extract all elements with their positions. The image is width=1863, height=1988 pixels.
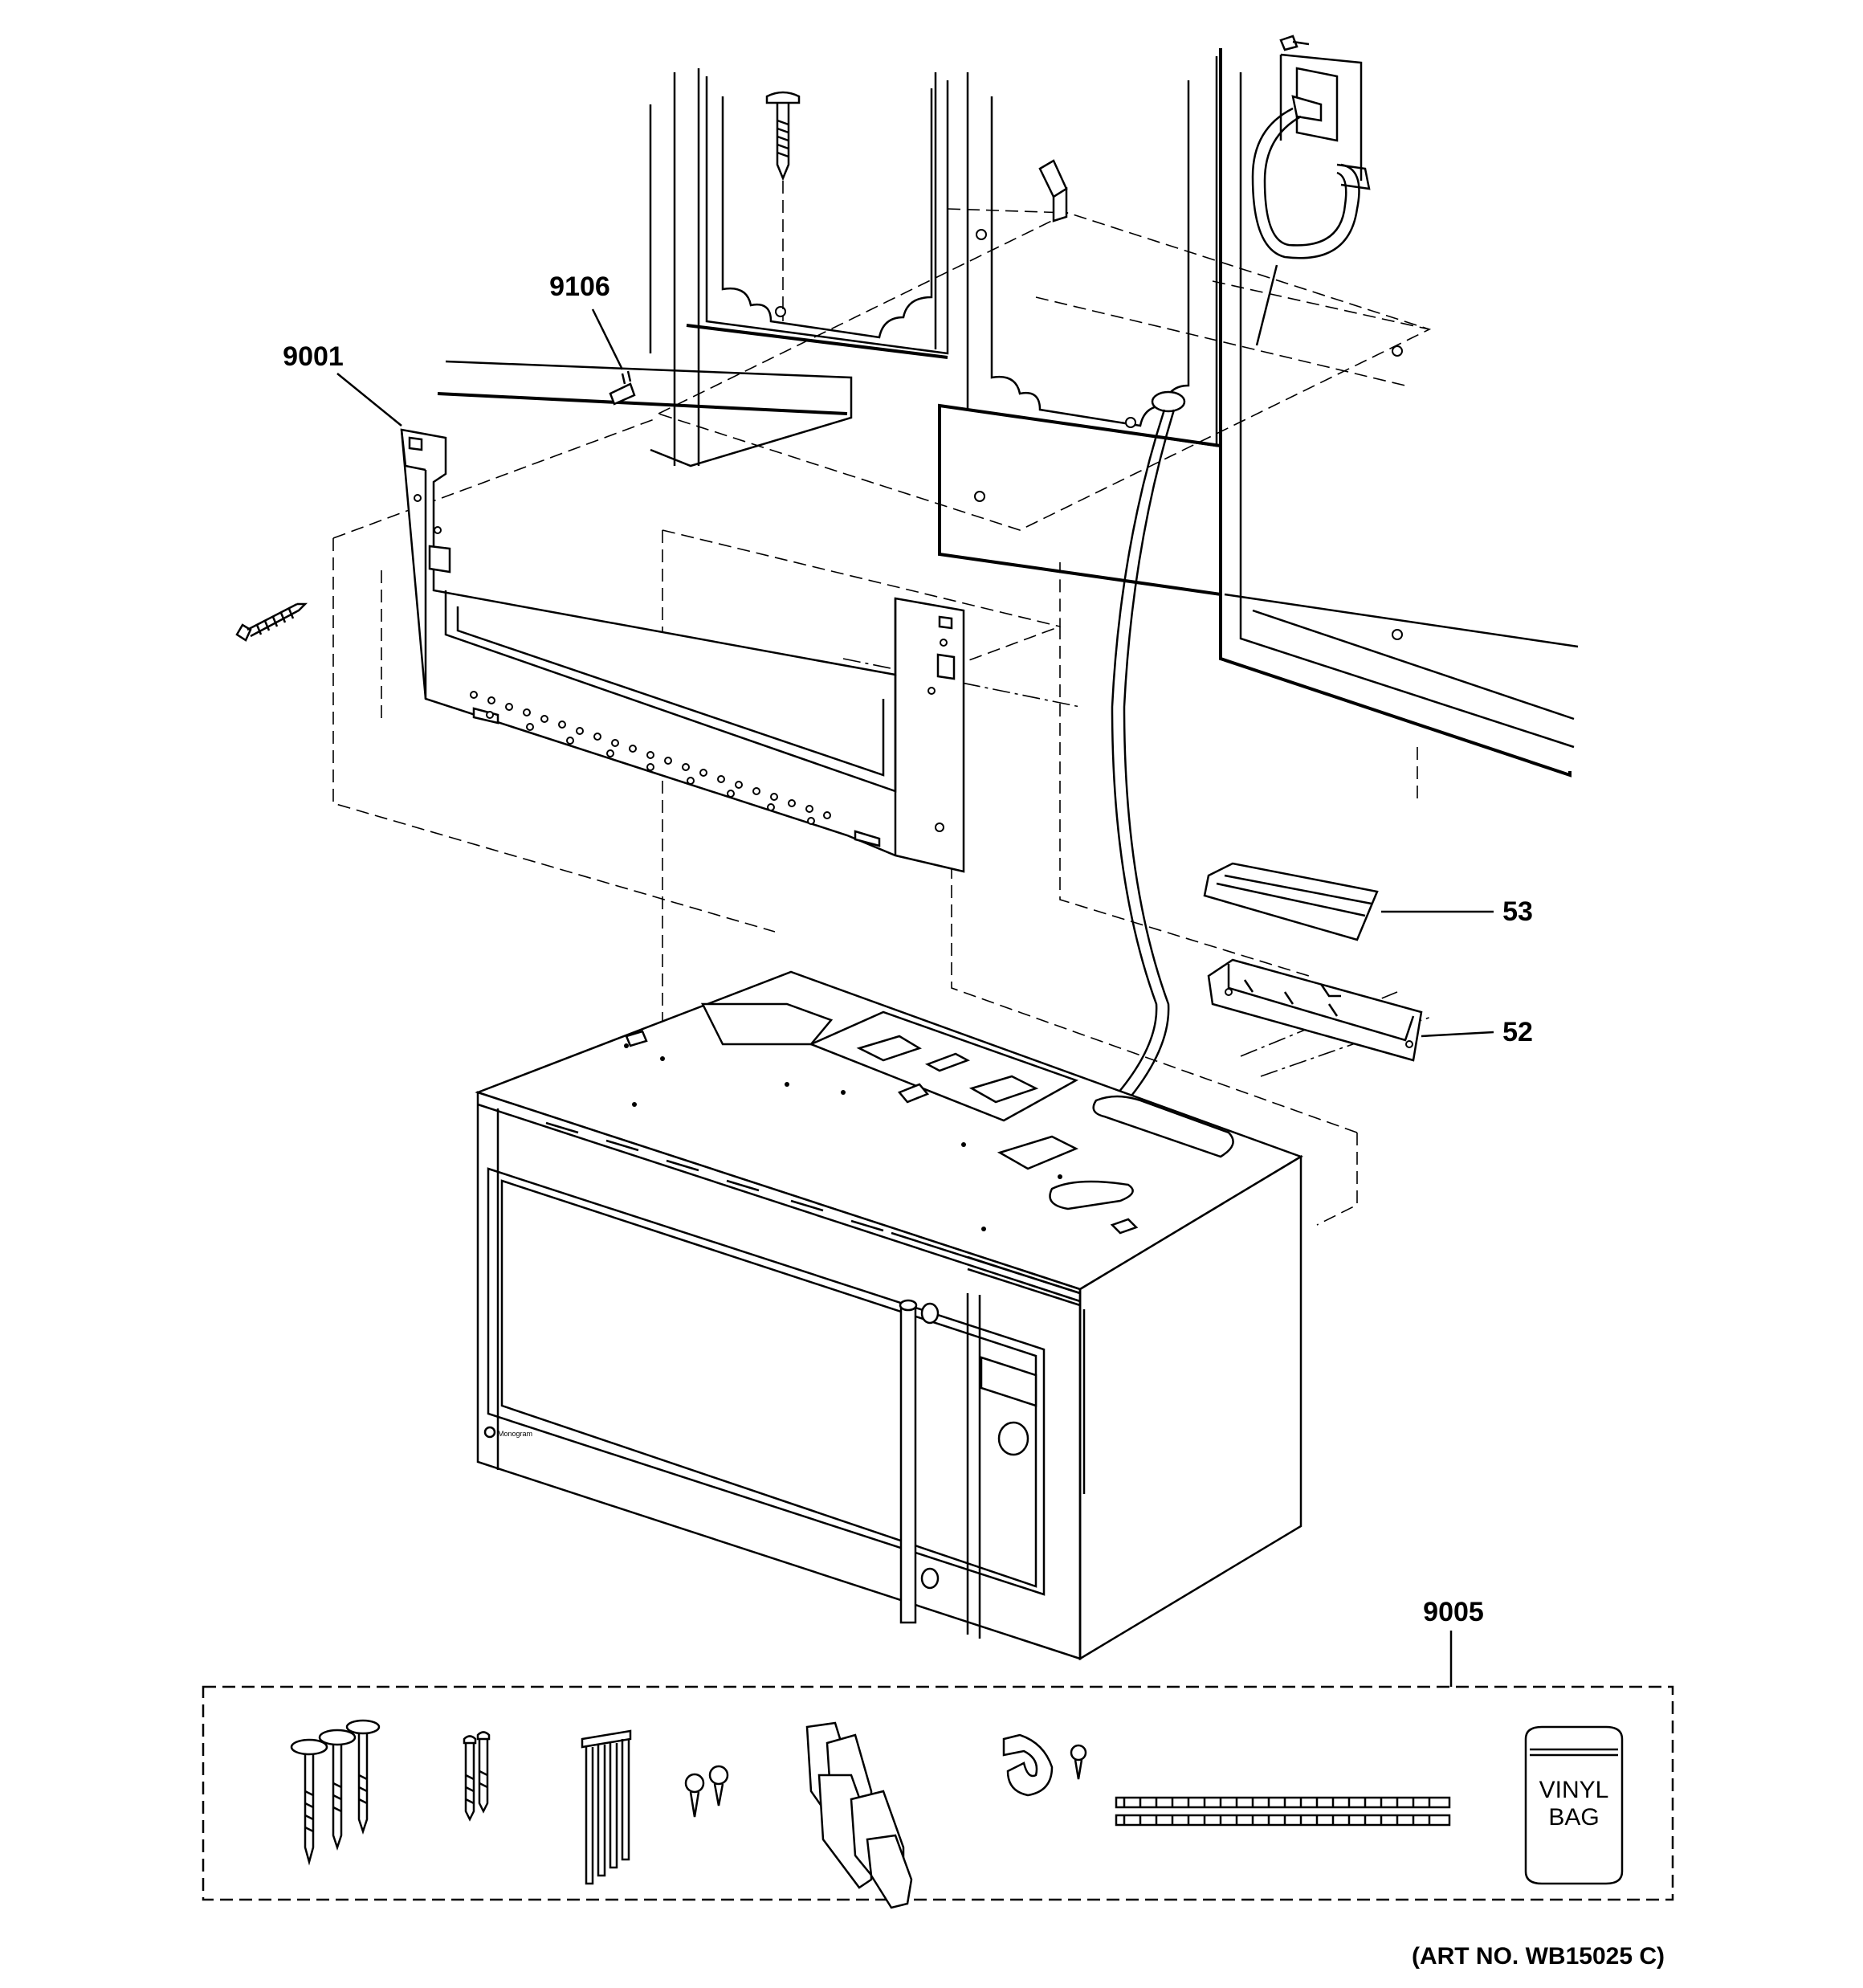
brand-badge-text: Monogram (498, 1430, 532, 1438)
door-handle (899, 1304, 917, 1624)
top-access-plate (808, 1010, 1079, 1122)
kit-wood-screws (463, 1731, 491, 1822)
lag-screw (235, 602, 308, 642)
kit-toggle-wings (805, 1721, 913, 1909)
mounting-plate-holes (414, 494, 948, 832)
power-cord (1051, 95, 1371, 1164)
microwave-oven: Monogram (475, 970, 1303, 1661)
part-52-box (1207, 958, 1423, 1062)
part-53-cover (1203, 862, 1379, 941)
cord-cutout (997, 1135, 1079, 1170)
art-number: (ART NO. WB15025 C) (1412, 1943, 1665, 1970)
kit-vinyl-bag: VINYL BAG (1524, 1725, 1624, 1885)
control-knob (997, 1421, 1029, 1456)
outlet-screw (1279, 35, 1310, 51)
vinyl-bag-label-line1: VINYL (1539, 1777, 1609, 1803)
leader-9001 (336, 373, 402, 427)
callout-53: 53 (1502, 896, 1533, 927)
top-mounting-screw (765, 91, 801, 321)
kit-9005-box (202, 1685, 1674, 1901)
kit-long-screws (290, 1719, 381, 1866)
front-vents (545, 1121, 1081, 1307)
kit-cord-clamp (1002, 1733, 1087, 1797)
brand-badge: Monogram (483, 1426, 532, 1439)
callout-9001: 9001 (283, 341, 344, 372)
vinyl-bag-label-line2: BAG (1548, 1804, 1599, 1831)
leader-9106 (591, 308, 624, 370)
kit-toggle-bolt-screws (581, 1729, 632, 1885)
callout-9005: 9005 (1423, 1597, 1484, 1627)
wall-screw-9106 (609, 370, 636, 406)
callout-52: 52 (1502, 1017, 1533, 1047)
kit-small-screws (684, 1765, 729, 1818)
mounting-plate-9001 (400, 428, 965, 873)
kit-anchor-strips (1115, 1796, 1451, 1827)
leader-52 (1421, 1031, 1494, 1038)
toggle-bolt (1038, 159, 1068, 222)
upper-cabinets (437, 48, 1579, 778)
callout-9106: 9106 (549, 271, 610, 302)
